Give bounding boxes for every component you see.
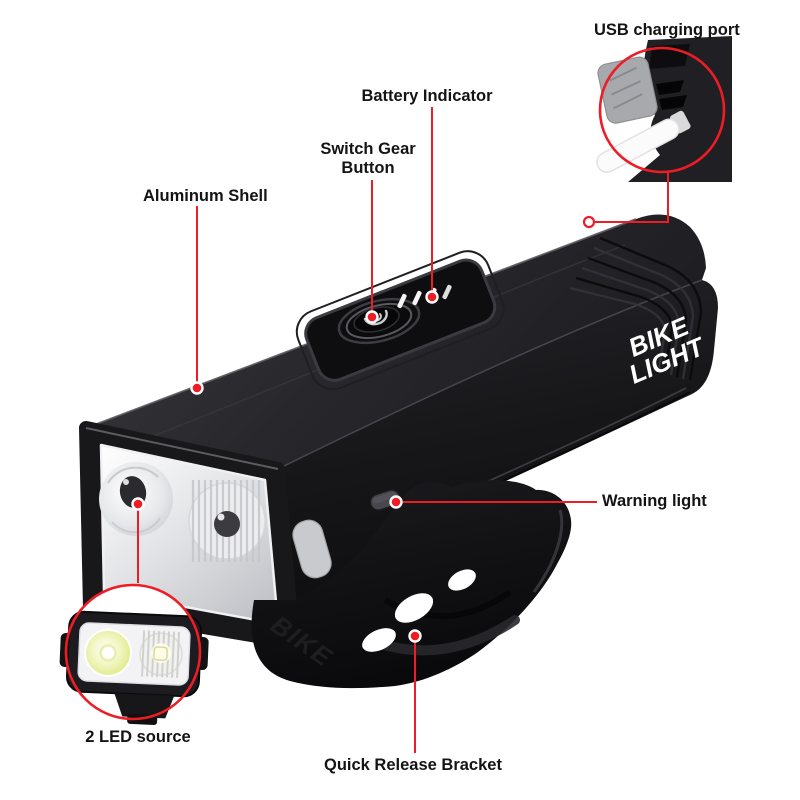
led-source-left [84,629,132,677]
usb-inset-ring [598,46,726,174]
switch-gear-button-label-line2: Button [341,159,395,177]
usb-charging-port-label: USB charging port [594,21,740,39]
callout-dot-aluminum [190,381,204,395]
callout-dot-led [131,497,145,511]
switch-gear-button-label-line1: Switch Gear [320,140,416,158]
callout-marker-usb [582,215,596,229]
aluminum-shell-label: Aluminum Shell [143,187,268,205]
battery-indicator-label: Battery Indicator [361,87,493,105]
mount-clip [292,519,332,579]
body-side-face [278,280,718,642]
quick-release-bracket-label: Quick Release Bracket [324,756,502,774]
usb-inset [598,46,726,174]
callout-dot-bracket [408,629,422,643]
lens-reflector-right [188,482,266,560]
led-inset [64,583,202,721]
led-inset-ring [64,583,202,721]
callout-dots [131,290,439,643]
led-source-label: 2 LED source [85,728,191,746]
switch-gear-button-label: Switch Gear Button [293,140,443,178]
callout-dot-battery [425,290,439,304]
warning-light-label: Warning light [602,492,707,510]
quick-release-bracket: BIKE [251,480,572,689]
strap-slots [362,569,476,652]
callout-line-usb [594,173,669,223]
callout-dot-warning [389,495,403,509]
callout-lines [137,107,669,753]
callout-dot-switch [365,310,379,324]
bike-light-body: BIKE LIGHT [79,214,718,649]
